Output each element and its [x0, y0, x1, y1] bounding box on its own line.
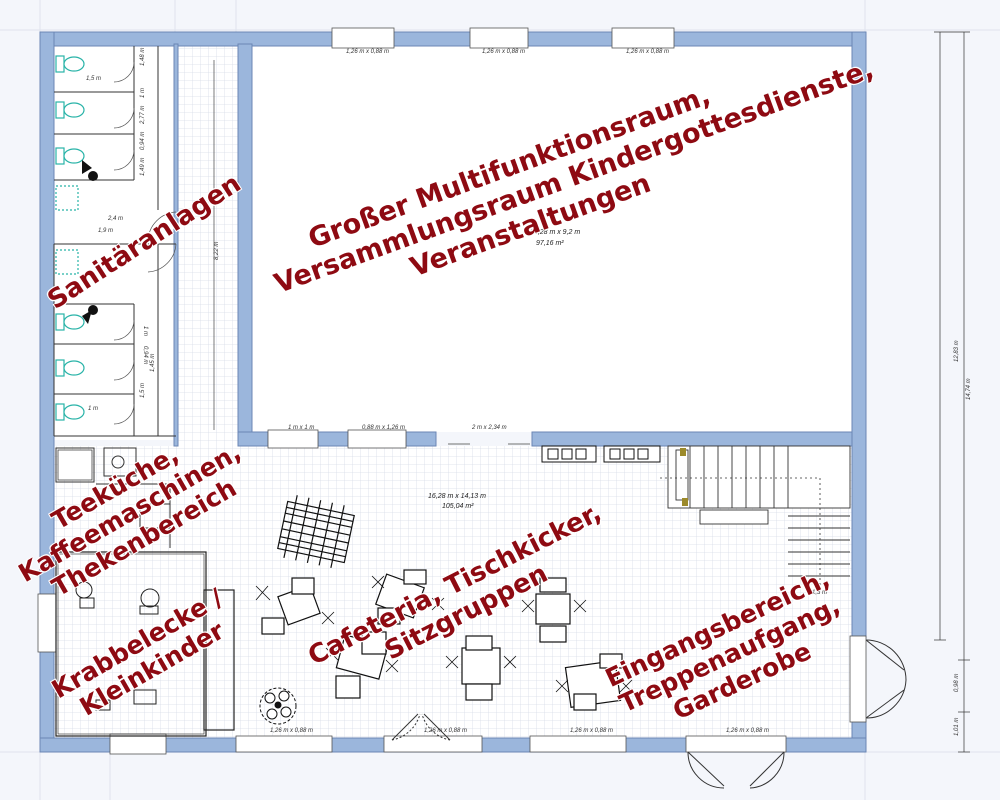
- toy-icon: [75, 581, 160, 711]
- right-door-1-dim: 0,98 m: [954, 674, 960, 692]
- wc-width-3-dim: 2,4 m: [107, 216, 123, 222]
- window-bottom-3-dim: 1,26 m x 0,88 m: [726, 728, 769, 734]
- wc-vertical-dims: 1,48 m 1 m 2,77 m 0,94 m 1,49 m 1 m 0,94…: [140, 48, 220, 398]
- lower-hall-area: 105,04 m²: [442, 503, 474, 510]
- right-outer-dim: 14,74 m: [966, 378, 972, 400]
- svg-text:1,45 m: 1,45 m: [150, 354, 156, 372]
- right-entrance: [849, 635, 867, 723]
- svg-text:0,94 m: 0,94 m: [142, 346, 148, 364]
- kitchen-block: [55, 447, 171, 548]
- window-bottom-2-dim: 1,26 m x 0,88 m: [570, 728, 613, 734]
- door-swing-icon: [391, 639, 907, 789]
- right-dimension-lines: [934, 31, 970, 753]
- svg-text:1 m: 1 m: [140, 88, 146, 98]
- top-windows: [331, 27, 675, 49]
- right-total-dim: 12,83 m: [954, 340, 960, 362]
- chair-legs: [255, 575, 633, 693]
- stair-post: [682, 498, 688, 506]
- plant-icon: [259, 687, 297, 725]
- svg-text:0,94 m: 0,94 m: [140, 132, 146, 150]
- window-bottom-4-dim: 1,26 m x 0,88 m: [424, 728, 467, 734]
- toilet-icon: [55, 55, 85, 421]
- stair-width-dim: 1,3 m: [812, 590, 827, 596]
- stair-rail: [660, 477, 821, 590]
- foosball-table-icon: [277, 495, 355, 568]
- sanitary-stalls: [53, 46, 176, 437]
- wc-width-dim: 1,5 m: [86, 76, 101, 82]
- accessibility-icon: [82, 160, 98, 324]
- window-top-2-dim: 1,26 m x 0,88 m: [482, 49, 525, 55]
- window-inner-2-dim: 0,88 m x 1,26 m: [362, 425, 405, 431]
- svg-text:2,77 m: 2,77 m: [140, 106, 146, 125]
- stair-post: [680, 448, 686, 456]
- stair-icon: [667, 445, 851, 577]
- stove-icon: [57, 449, 93, 481]
- corridor-floor: [176, 44, 238, 446]
- svg-text:1,49 m: 1,49 m: [140, 158, 146, 176]
- wc-lower-dim: 1 m: [88, 406, 98, 412]
- lower-hall-size: 16,28 m x 14,13 m: [428, 493, 486, 500]
- inner-windows: [267, 429, 407, 449]
- right-door-2-dim: 1,01 m: [954, 718, 960, 736]
- svg-text:1 m: 1 m: [142, 326, 148, 336]
- main-hall-floor: [252, 44, 852, 432]
- stall-door-icon: [113, 61, 177, 425]
- chair-icon: [261, 569, 623, 711]
- wc-width-2-dim: 1,9 m: [98, 228, 113, 234]
- window-bottom-1-dim: 1,26 m x 0,88 m: [270, 728, 313, 734]
- crawl-area: [55, 551, 235, 737]
- main-hall-size: 10,28 m x 9,2 m: [530, 229, 580, 236]
- svg-text:1,48 m: 1,48 m: [140, 48, 146, 66]
- main-hall-area: 97,16 m²: [536, 240, 564, 247]
- svg-text:1,5 m: 1,5 m: [140, 383, 146, 398]
- bottom-openings: [109, 733, 787, 755]
- opening-inner-dim: 2 m x 2,34 m: [471, 425, 507, 431]
- window-top-3-dim: 1,26 m x 0,88 m: [626, 49, 669, 55]
- wardrobe-icon: [541, 445, 661, 463]
- window-top-1-dim: 1,26 m x 0,88 m: [346, 49, 389, 55]
- svg-text:8,22 m: 8,22 m: [214, 242, 220, 260]
- window-inner-1-dim: 1 m x 1 m: [288, 425, 314, 431]
